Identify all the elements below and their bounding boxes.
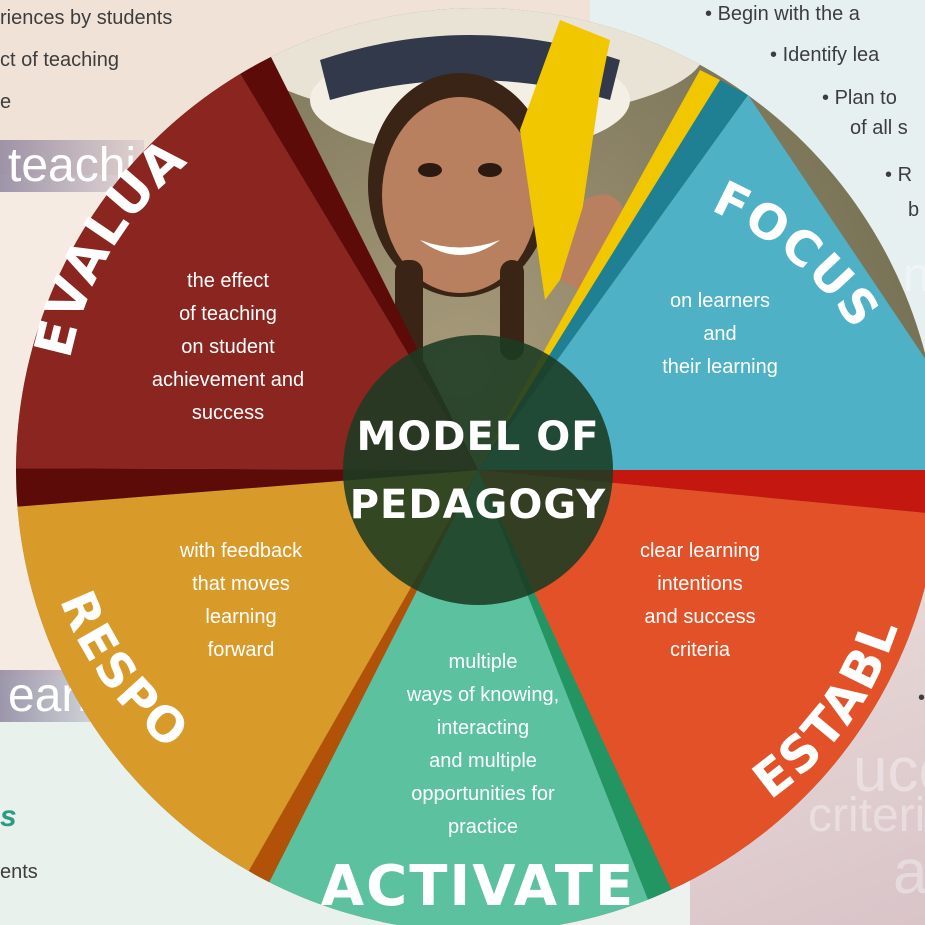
center-title-line1: MODEL OF <box>356 414 599 460</box>
respond-line-4: forward <box>208 639 275 661</box>
evaluate-text: the effect of teaching on student achiev… <box>152 270 304 424</box>
respond-text: with feedback that moves learning forwar… <box>179 540 303 661</box>
activate-line-3: interacting <box>437 717 529 739</box>
bg-line-1: riences by students <box>0 7 173 29</box>
respond-line-2: that moves <box>192 573 290 595</box>
center-circle <box>343 335 613 605</box>
segment-focus <box>478 95 925 470</box>
activate-line-4: and multiple <box>429 750 537 772</box>
focus-line-2: and <box>703 323 736 345</box>
evaluate-line-3: on student <box>181 336 275 358</box>
bg-bullet-1: Begin with the a <box>705 3 860 25</box>
bg-bullet-2: Identify lea <box>770 44 879 66</box>
bottom-left-text: ents <box>0 861 38 883</box>
evaluate-line-2: of teaching <box>179 303 277 325</box>
evaluate-line-5: success <box>192 402 264 424</box>
evaluate-line-4: achievement and <box>152 369 304 391</box>
focus-line-1: on learners <box>670 290 770 312</box>
establish-line-2: intentions <box>657 573 743 595</box>
tag-a: a <box>893 838 925 907</box>
activate-text: multiple ways of knowing, interacting an… <box>406 651 559 838</box>
establish-line-3: and success <box>644 606 755 628</box>
activate-line-6: practice <box>448 816 518 838</box>
activate-line-5: opportunities for <box>411 783 555 805</box>
focus-line-3: their learning <box>662 356 778 378</box>
tag-success: ucc <box>853 736 925 805</box>
focus-text: on learners and their learning <box>662 290 778 378</box>
bg-bullet-5: • <box>918 687 925 709</box>
establish-text: clear learning intentions and success cr… <box>640 540 760 661</box>
establish-line-4: criteria <box>670 639 731 661</box>
tag-criteria: criteria <box>808 789 925 842</box>
evaluate-line-1: the effect <box>187 270 269 292</box>
segment-activate <box>245 470 660 925</box>
activate-line-2: ways of knowing, <box>406 684 559 706</box>
bottom-left-heading: s <box>0 800 17 833</box>
establish-line-1: clear learning <box>640 540 760 562</box>
bg-bullet-3: Plan to <box>822 87 897 109</box>
center-title-line2: PEDAGOGY <box>350 482 607 528</box>
bg-line-4: of all s <box>850 117 908 139</box>
title-activate: ACTIVATE <box>321 854 635 919</box>
respond-line-1: with feedback <box>179 540 303 562</box>
activate-line-1: multiple <box>449 651 518 673</box>
bg-bullet-4: R <box>885 164 912 186</box>
respond-line-3: learning <box>205 606 276 628</box>
tag-ne: ne <box>903 249 925 302</box>
bg-line-2: ct of teaching <box>0 49 119 71</box>
bg-line-5: b <box>908 199 920 221</box>
bg-line-3: e <box>0 91 12 113</box>
